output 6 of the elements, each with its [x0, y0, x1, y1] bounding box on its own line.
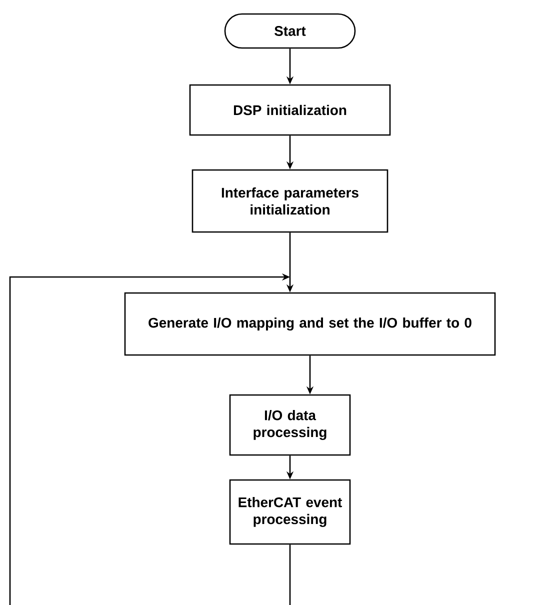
- process-box: EtherCAT event processing: [229, 479, 351, 545]
- process-box: Interface parameters initialization: [192, 169, 388, 233]
- start-terminal: Start: [224, 13, 356, 49]
- process-box: Generate I/O mapping and set the I/O buffer to 0: [124, 292, 496, 356]
- process-box: I/O data processing: [229, 394, 351, 456]
- process-box: DSP initialization: [189, 84, 391, 136]
